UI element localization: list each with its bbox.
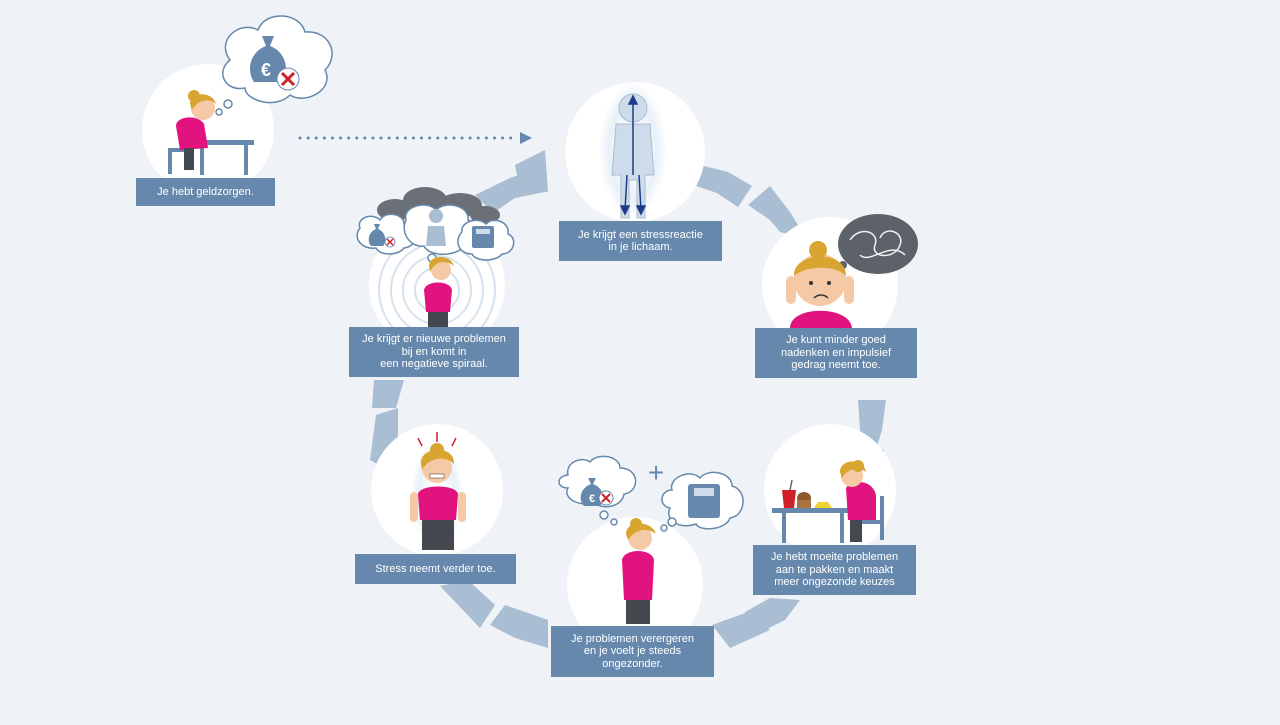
sad-person (622, 518, 656, 624)
cycle-arrow-12 (515, 150, 548, 192)
money-bag-icon: € (250, 36, 300, 91)
soda-cup-icon (782, 479, 796, 508)
cycle-arrow-10 (372, 380, 404, 408)
money-thought-cloud: € (558, 455, 637, 526)
svg-text:€: € (261, 60, 271, 80)
step-spiraal-illustration (356, 187, 515, 353)
label-verergeren: Je problemen verergeren en je voelt je s… (551, 626, 714, 677)
label-nadenken: Je kunt minder goed nadenken en impulsie… (755, 328, 917, 378)
eating-person (840, 460, 876, 542)
step-verergeren-illustration: € + (558, 455, 744, 653)
mini-scale-icon (472, 226, 494, 248)
cycle-arrow-1 (696, 165, 752, 207)
step-keuzes-illustration (764, 424, 896, 556)
label-geldzorgen: Je hebt geldzorgen. (136, 178, 275, 206)
mini-stress-body-icon (426, 209, 446, 246)
fries-icon (814, 502, 832, 508)
cycle-arrow-8 (440, 580, 495, 628)
person-at-desk (168, 90, 254, 175)
step-geldzorgen-illustration: € (142, 15, 333, 196)
mini-money-bag-icon (368, 224, 396, 248)
stressed-person (410, 443, 466, 550)
cycle-arrow-7 (490, 605, 548, 648)
svg-text:€: € (589, 493, 595, 505)
dotted-arrow (298, 132, 532, 144)
scale-icon (688, 484, 720, 518)
label-spiraal: Je krijgt er nieuwe problemen bij en kom… (349, 327, 519, 377)
label-keuzes: Je hebt moeite problemen aan te pakken e… (753, 545, 916, 595)
burger-icon (797, 492, 811, 508)
plus-sign: + (648, 457, 664, 488)
label-stress: Stress neemt verder toe. (355, 554, 516, 584)
step-stressreactie-illustration (565, 82, 705, 222)
nerve-arrows-icon (619, 94, 647, 216)
label-stressreactie: Je krijgt een stressreactie in je lichaa… (559, 221, 722, 261)
step-nadenken-illustration (762, 214, 918, 353)
cycle-arrow-6 (712, 612, 770, 648)
step-stress-illustration (371, 424, 503, 556)
tangled-thoughts-icon (838, 214, 918, 274)
cycle-arrow-2 (748, 186, 806, 238)
stress-lines-icon (417, 432, 457, 447)
worried-person (786, 241, 854, 328)
sad-person-spiral (424, 257, 454, 328)
